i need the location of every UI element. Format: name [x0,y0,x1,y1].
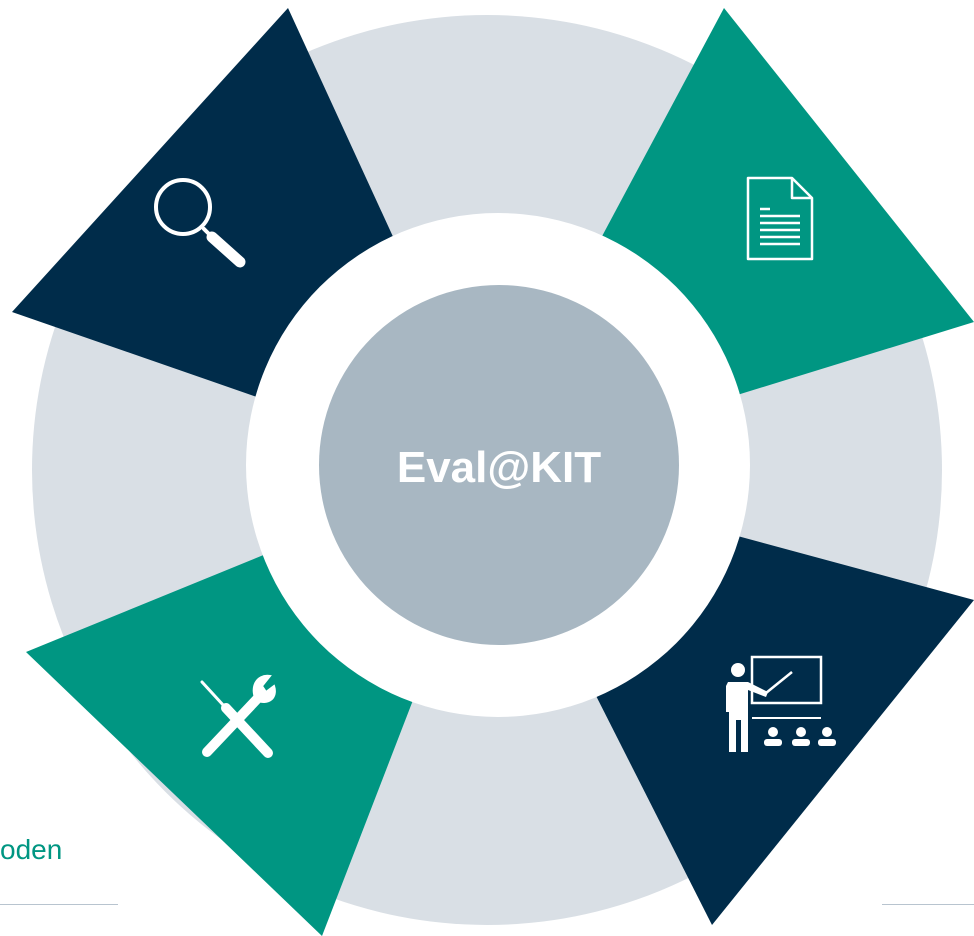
divider-right [882,904,974,905]
document-icon [746,176,814,261]
presentation-icon [726,655,836,752]
magnifier-icon [154,178,246,268]
side-text-fragment: oden [0,834,63,865]
center-label: Eval@KIT [397,443,601,492]
center-hub[interactable] [319,285,679,645]
tools-icon [200,674,276,758]
divider-left [0,904,118,905]
